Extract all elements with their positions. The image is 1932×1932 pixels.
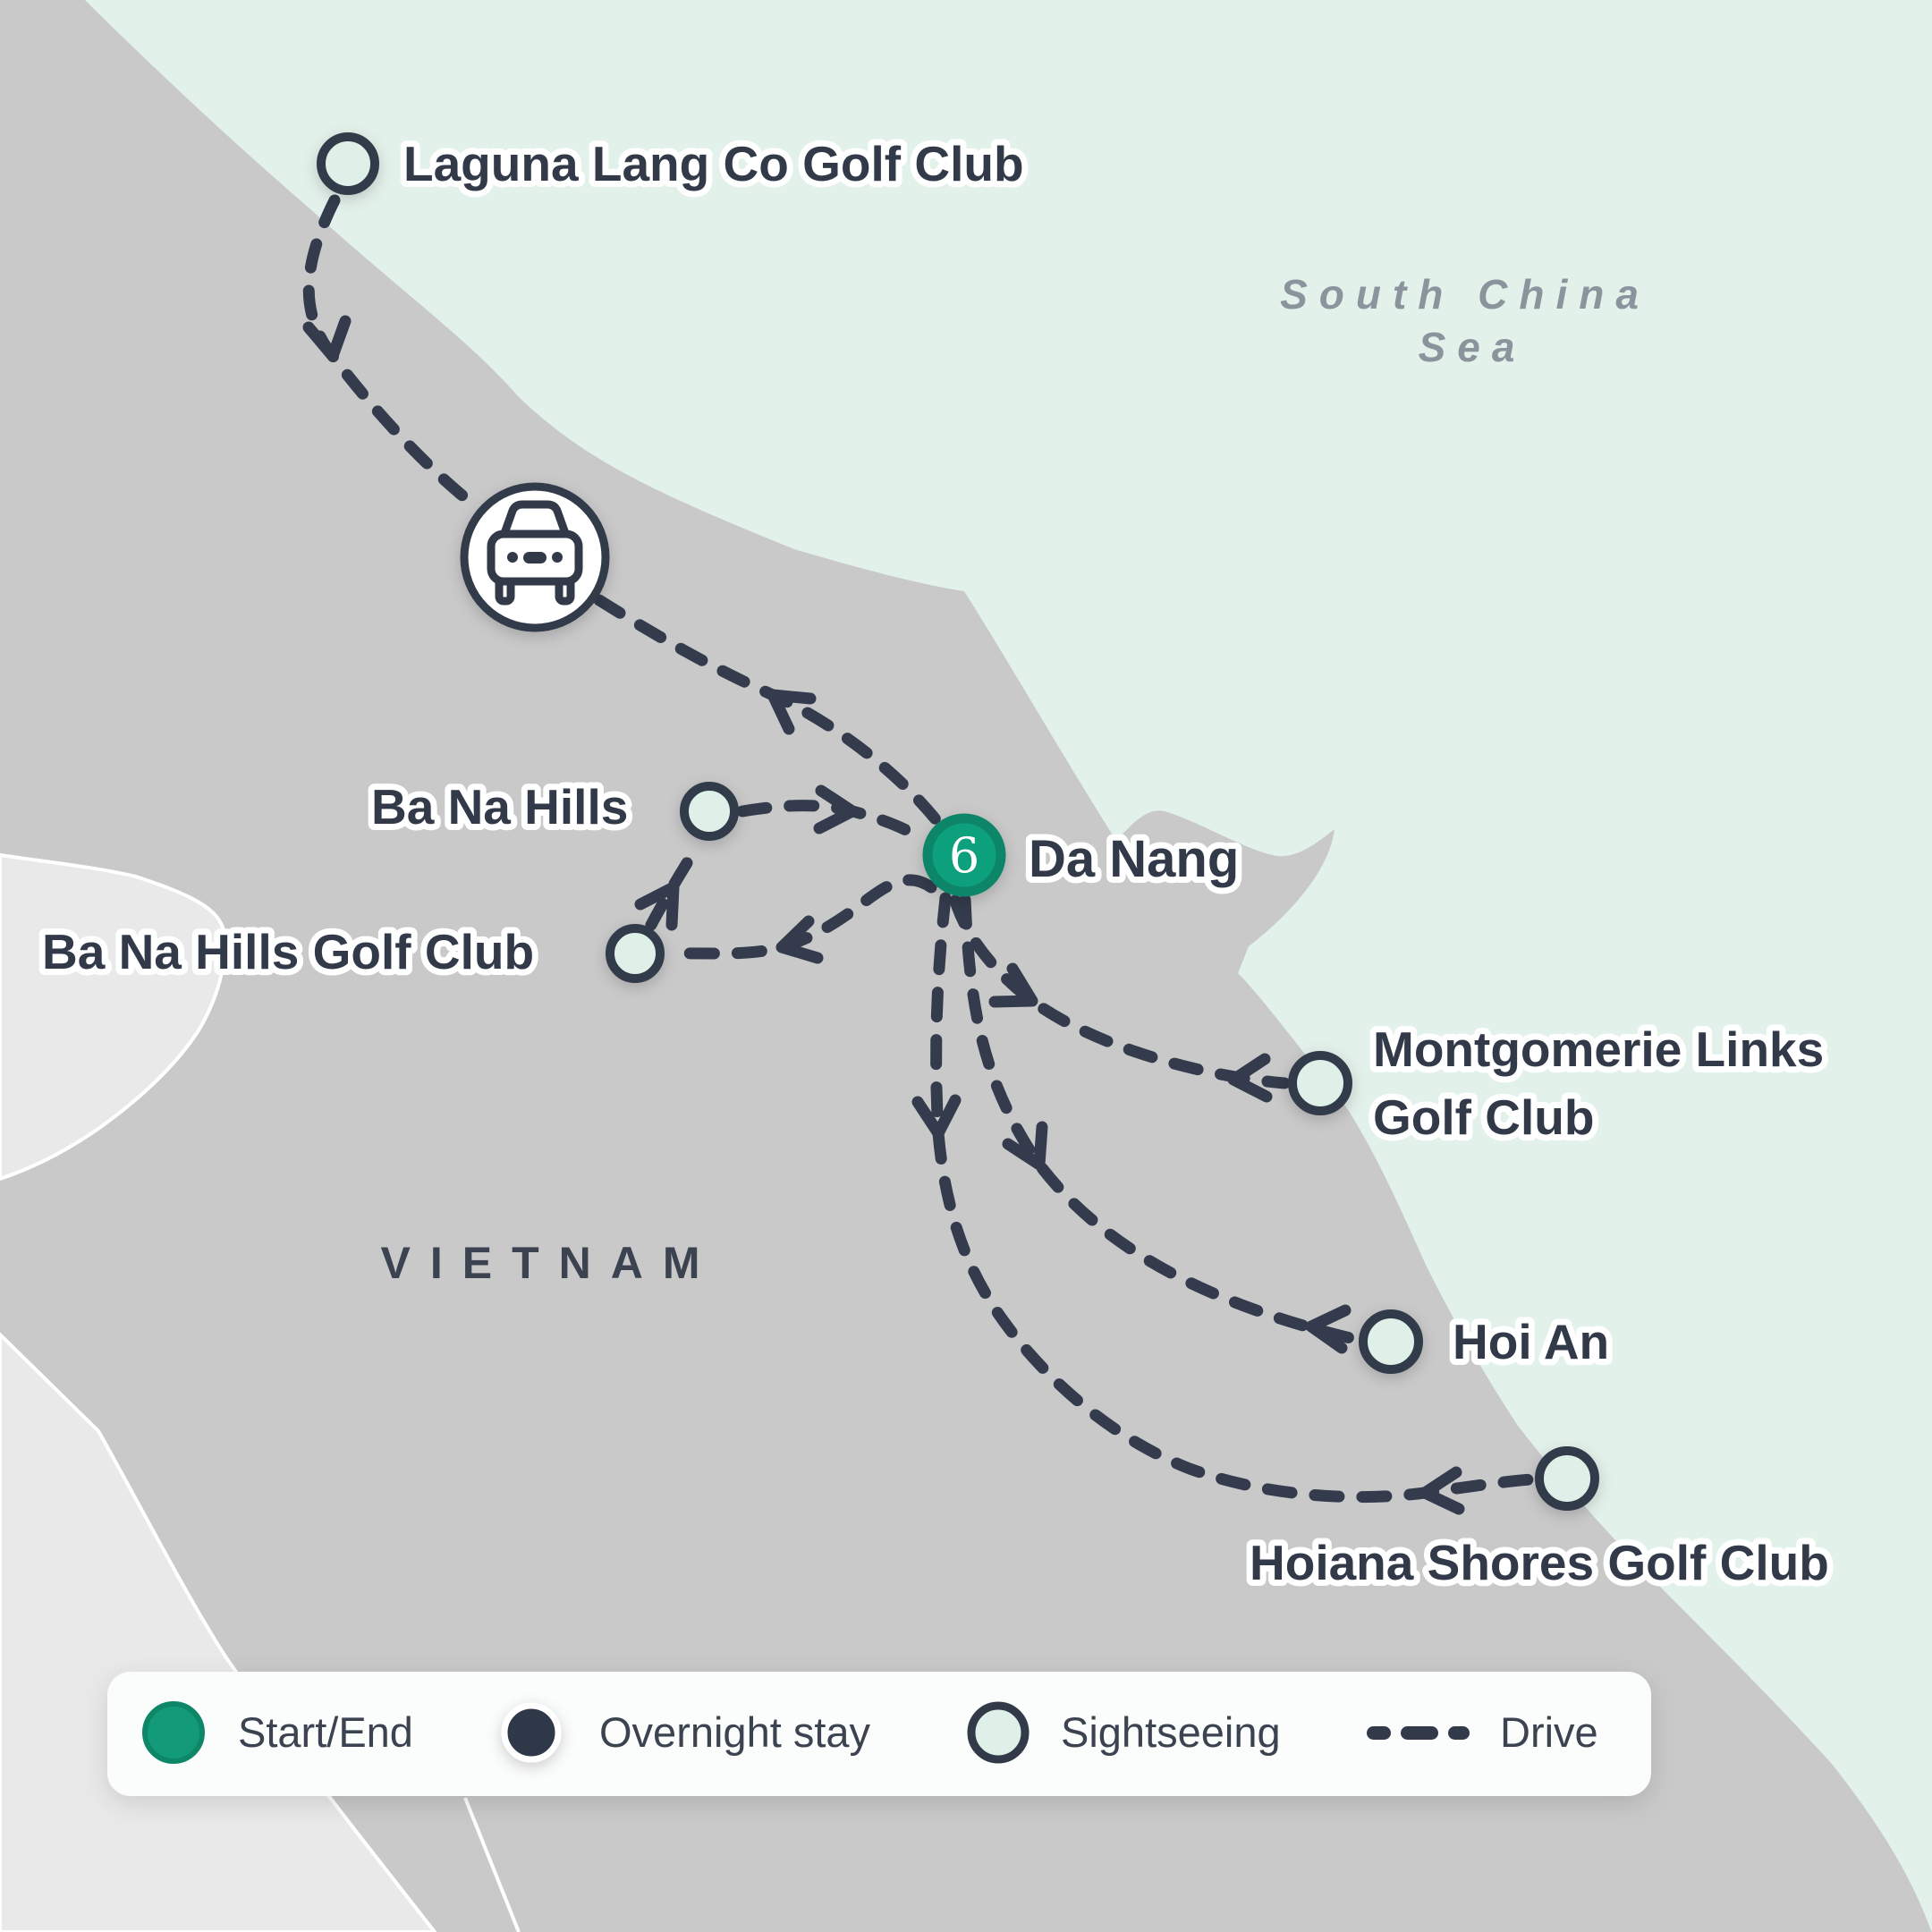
- route-danang-hoiana: [930, 892, 1538, 1504]
- car-waypoint: [460, 482, 610, 632]
- legend-sightseeing-icon: [967, 1701, 1030, 1764]
- arrow-to-hoiana: [911, 1094, 962, 1140]
- arrow-to-banahills: [634, 881, 680, 931]
- route-arrows: [302, 315, 1465, 1515]
- arrow-to-montgomerie: [988, 962, 1038, 1008]
- marker-montgomerie[interactable]: [1288, 1051, 1352, 1115]
- arrow-to-car-north: [302, 315, 352, 362]
- label-ba-na-hills: Ba Na Hills: [371, 779, 628, 835]
- label-montgomerie-line2: Golf Club: [1373, 1089, 1594, 1145]
- legend-overnight-label: Overnight stay: [599, 1708, 871, 1756]
- route-banagolf-banahills: [645, 841, 703, 931]
- marker-labels: Laguna Lang Co Golf Club Ba Na Hills Ba …: [36, 130, 1835, 1597]
- legend-start-end-icon: [142, 1701, 205, 1764]
- neighbor-region-west: [0, 852, 227, 1182]
- route-danang-montgomerie: [949, 894, 1291, 1089]
- arrow-to-danang-from-banahills: [813, 784, 859, 835]
- border-hairline: [463, 1797, 521, 1932]
- arrow-from-hoiana: [1419, 1466, 1465, 1515]
- label-da-nang: Da Nang: [1029, 830, 1239, 888]
- south-china-sea: [85, 0, 1932, 1932]
- arrow-to-car-south: [767, 689, 817, 735]
- legend-drive-label: Drive: [1500, 1708, 1598, 1756]
- marker-da-nang[interactable]: 6: [922, 813, 1006, 897]
- sea-label-line2: Sea: [1419, 324, 1527, 370]
- neighbor-region-southwest: [0, 1332, 437, 1932]
- label-laguna: Laguna Lang Co Golf Club: [403, 136, 1024, 191]
- marker-ba-na-hills[interactable]: [680, 782, 739, 841]
- label-hoiana: Hoiana Shores Golf Club: [1250, 1535, 1829, 1590]
- arrow-from-hoian: [1305, 1304, 1352, 1354]
- marker-ba-na-hills-golf[interactable]: [606, 924, 665, 983]
- legend-sightseeing-label: Sightseeing: [1061, 1708, 1281, 1756]
- da-nang-nights: 6: [949, 827, 979, 884]
- legend-box: [107, 1672, 1651, 1796]
- marker-laguna[interactable]: [317, 132, 379, 195]
- arrow-to-hoian: [1002, 1121, 1048, 1171]
- route-danang-hoian: [959, 894, 1360, 1345]
- label-montgomerie-line1: Montgomerie Links: [1373, 1021, 1824, 1077]
- arrow-from-montgomerie: [1227, 1053, 1273, 1103]
- label-hoi-an: Hoi An: [1453, 1314, 1609, 1369]
- car-icon: [487, 500, 583, 606]
- legend-drive-icon: [1367, 1726, 1470, 1740]
- legend-start-end-label: Start/End: [238, 1708, 413, 1756]
- marker-hoiana[interactable]: [1535, 1446, 1599, 1511]
- marker-hoi-an[interactable]: [1359, 1309, 1423, 1374]
- legend: Start/End Overnight stay Sightseeing Dri…: [107, 1672, 1651, 1796]
- label-ba-na-hills-golf: Ba Na Hills Golf Club: [42, 924, 534, 979]
- country-label: VIETNAM: [381, 1238, 720, 1288]
- arrow-to-banagolf: [775, 915, 824, 964]
- markers: 6: [317, 132, 1599, 1511]
- sea-label-line1: South China: [1280, 271, 1650, 318]
- legend-overnight-icon: [501, 1702, 562, 1763]
